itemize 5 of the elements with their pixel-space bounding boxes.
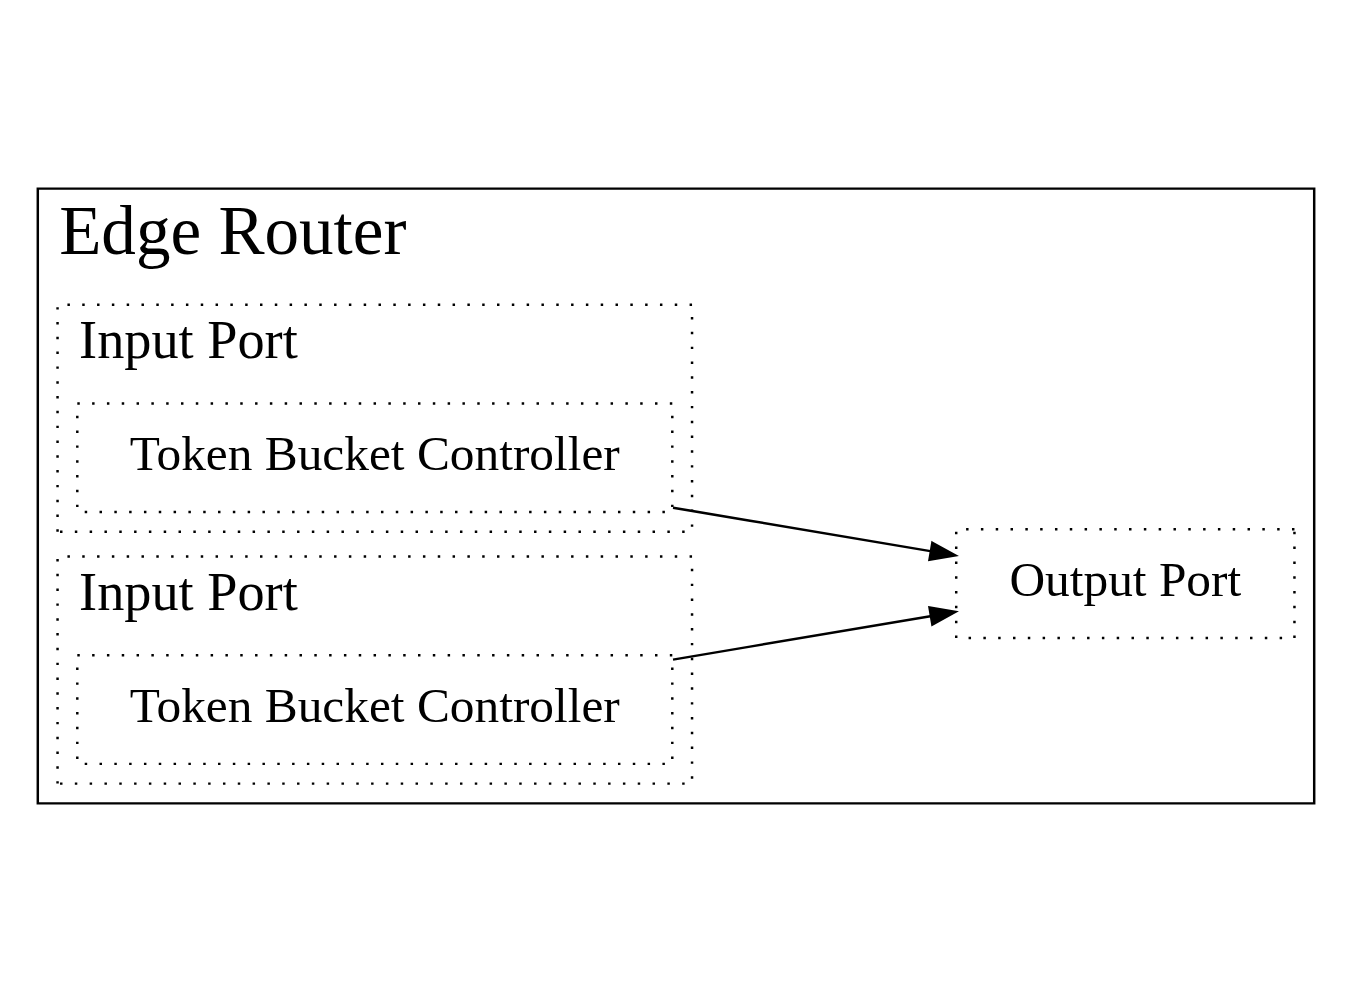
arrow bbox=[672, 506, 959, 562]
arrow bbox=[672, 606, 959, 661]
node-box: Token Bucket Controller bbox=[76, 654, 674, 766]
node-box: Output Port bbox=[955, 528, 1296, 640]
node-box: Token Bucket Controller bbox=[76, 402, 674, 514]
